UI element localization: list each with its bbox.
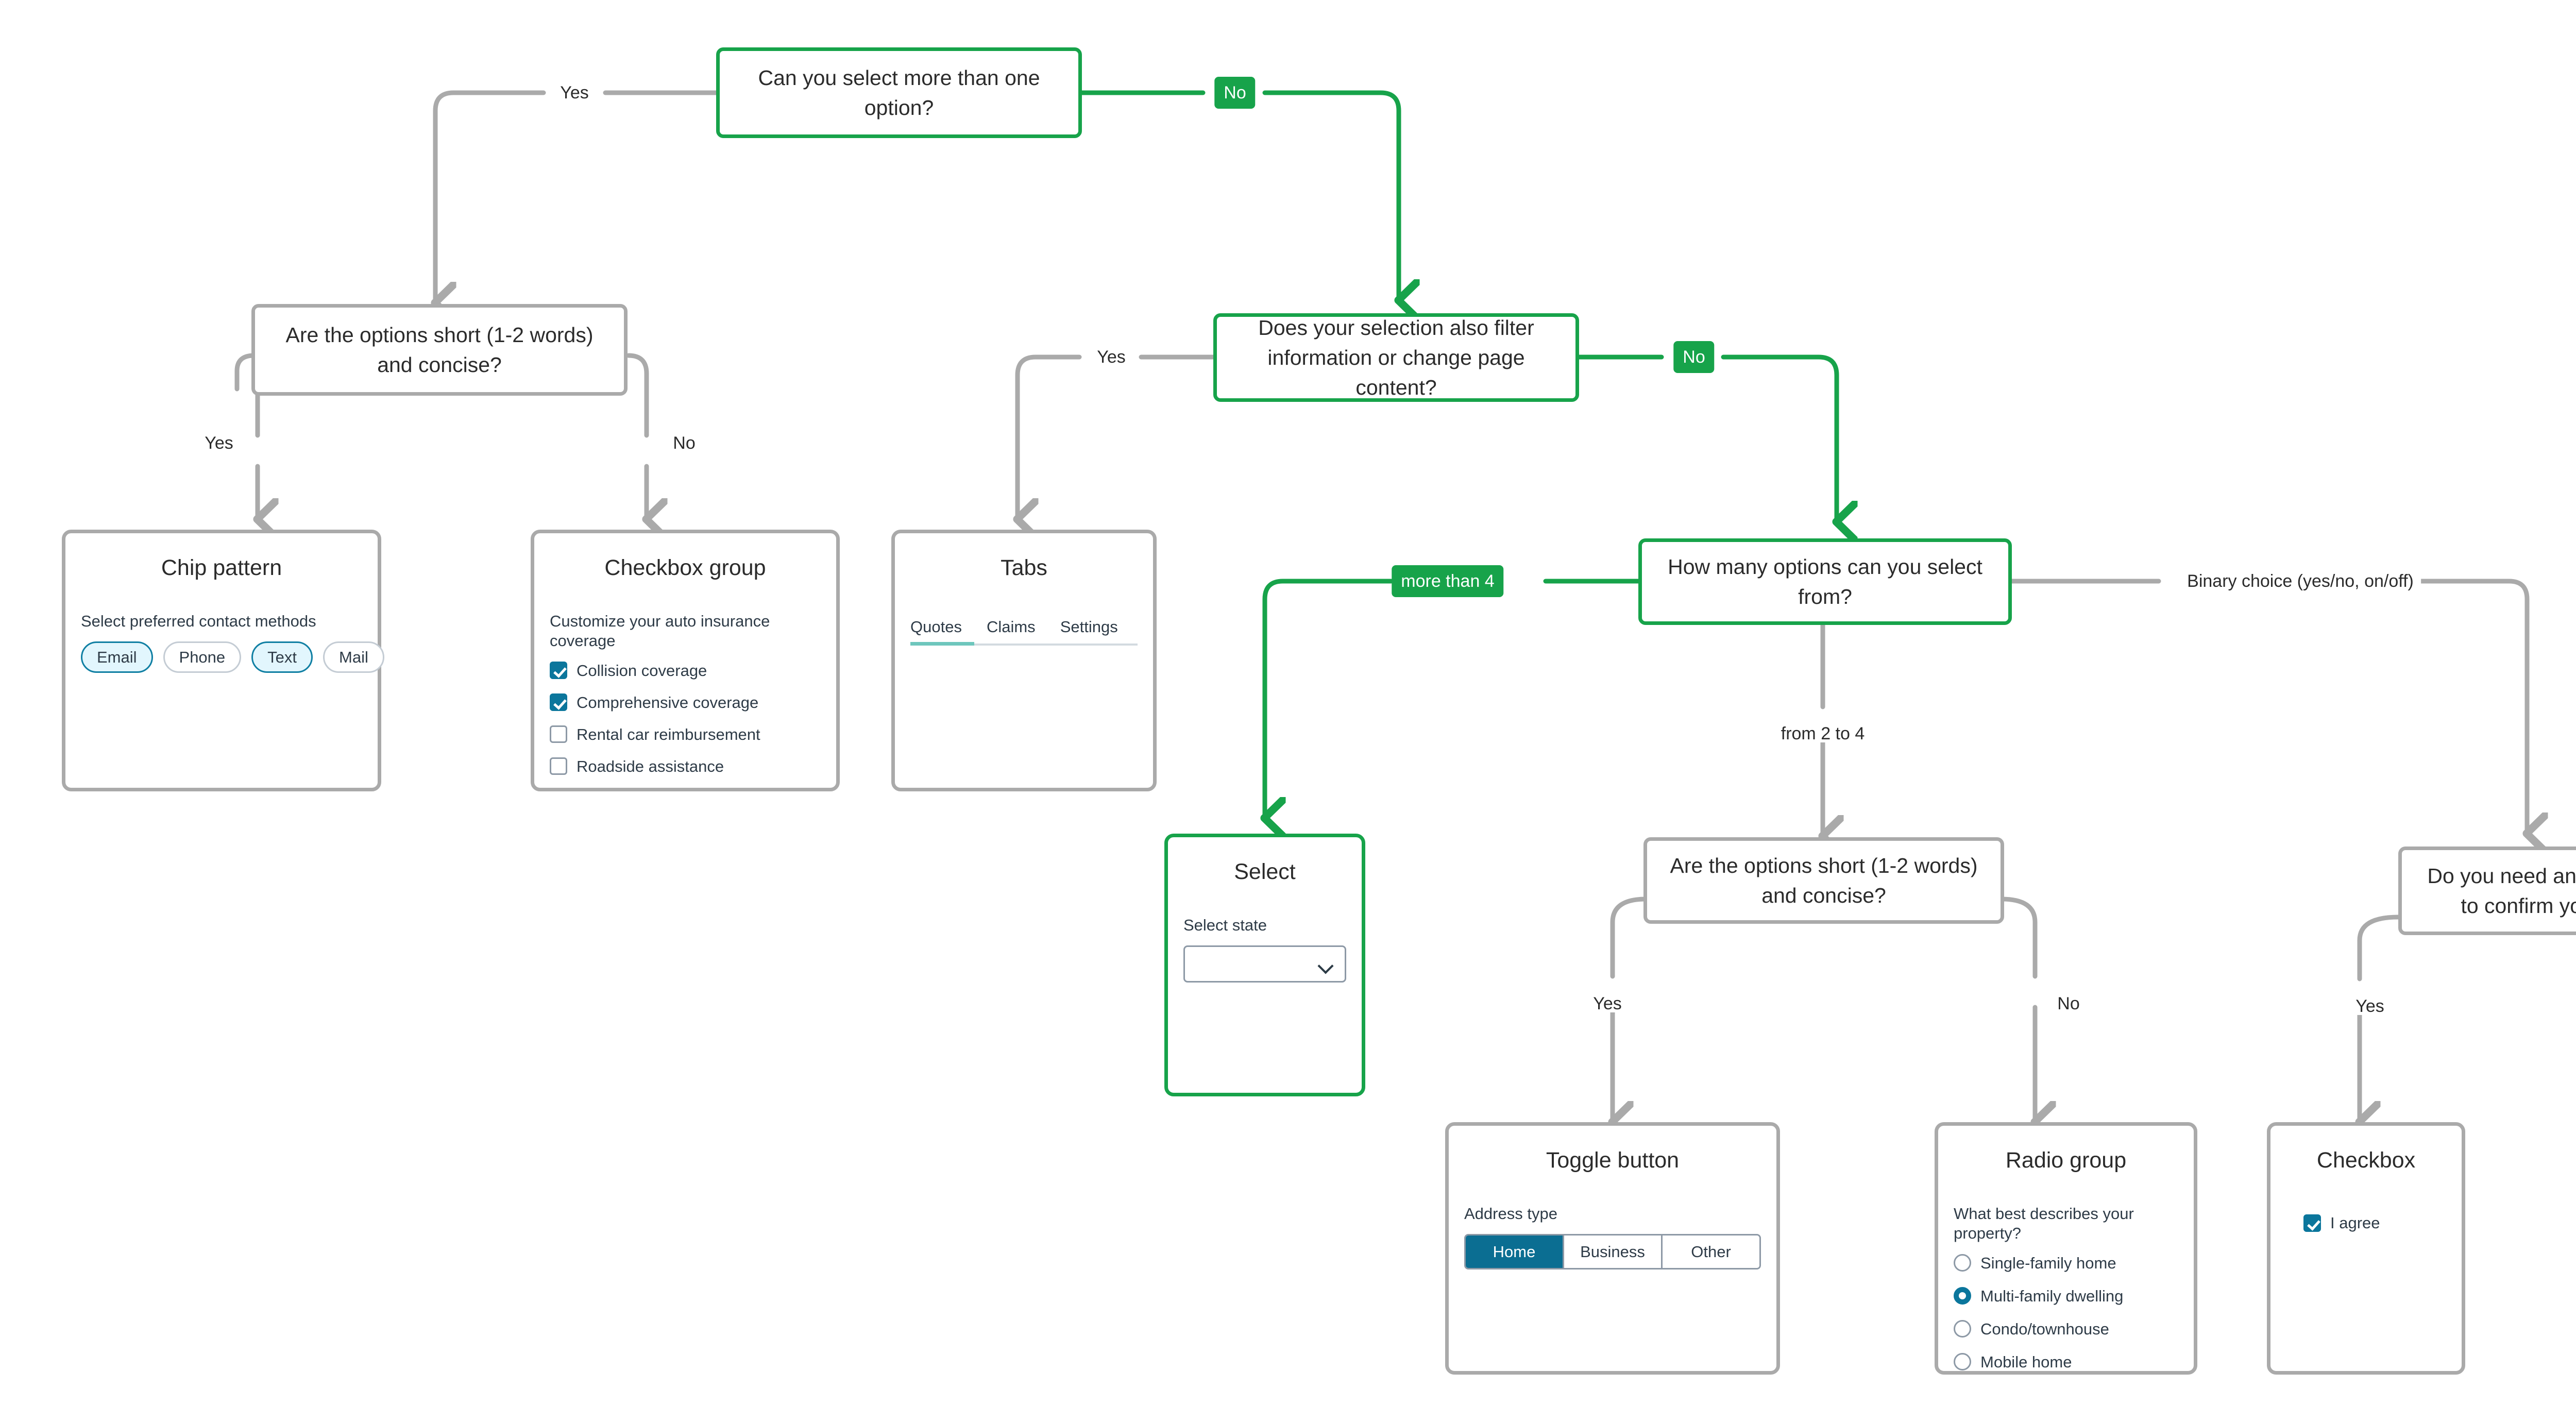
radio-row-multi-family[interactable]: Multi-family dwelling	[1954, 1287, 2178, 1305]
card-toggle-button: Toggle button Address type Home Business…	[1445, 1122, 1780, 1375]
checkbox-label: Collision coverage	[577, 661, 707, 680]
radio-icon[interactable]	[1954, 1353, 1971, 1371]
chip-list: Email Phone Text Mail	[81, 641, 384, 673]
decision-can-select-multiple[interactable]: Can you select more than one option?	[716, 47, 1082, 138]
field-label: Address type	[1464, 1204, 1557, 1223]
field-label: Select state	[1183, 916, 1267, 934]
tab-claims[interactable]: Claims	[986, 617, 1036, 636]
card-body: Quotes Claims Settings	[910, 619, 1138, 646]
checkbox-label: I agree	[2330, 1214, 2380, 1232]
checkbox-icon[interactable]	[550, 757, 567, 775]
card-chip-pattern: Chip pattern Select preferred contact me…	[62, 530, 384, 791]
radio-icon[interactable]	[1954, 1254, 1971, 1272]
checkbox-row-collision[interactable]: Collision coverage	[550, 661, 821, 680]
radio-row-single-family[interactable]: Single-family home	[1954, 1254, 2178, 1272]
tab-quotes[interactable]: Quotes	[910, 619, 974, 646]
radio-label: Single-family home	[1980, 1254, 2116, 1272]
decision-options-short-mid[interactable]: Are the options short (1-2 words) and co…	[1643, 837, 2004, 924]
card-title: Checkbox	[2316, 1148, 2416, 1173]
chip-phone[interactable]: Phone	[163, 641, 242, 673]
toggle-option-other[interactable]: Other	[1663, 1235, 1759, 1268]
edge-label-binary-choice: Binary choice (yes/no, on/off)	[2180, 572, 2421, 590]
toggle-option-home[interactable]: Home	[1466, 1235, 1564, 1268]
radio-label: Mobile home	[1980, 1352, 2072, 1371]
checkbox-row-rental[interactable]: Rental car reimbursement	[550, 725, 821, 743]
card-body: Select state	[1183, 916, 1346, 983]
tab-settings[interactable]: Settings	[1060, 617, 1118, 636]
field-label: What best describes your property?	[1954, 1204, 2134, 1243]
card-body: I agree	[2286, 1214, 2446, 1232]
card-body: Select preferred contact methods Email P…	[81, 612, 384, 673]
decision-how-many-options[interactable]: How many options can you select from?	[1638, 538, 2012, 625]
edge-label-multi-yes: Yes	[553, 84, 596, 101]
card-radio-group: Radio group What best describes your pro…	[1935, 1122, 2197, 1375]
edge-badge-more-than-4: more than 4	[1392, 565, 1504, 597]
field-label: Customize your auto insurance coverage	[550, 612, 770, 650]
checkbox-row-i-agree[interactable]: I agree	[2303, 1214, 2446, 1232]
radio-row-condo[interactable]: Condo/townhouse	[1954, 1320, 2178, 1338]
card-body: Customize your auto insurance coverage C…	[550, 612, 821, 775]
checkbox-row-roadside[interactable]: Roadside assistance	[550, 757, 821, 775]
chevron-down-icon	[1317, 958, 1334, 974]
field-label: Select preferred contact methods	[81, 612, 316, 630]
card-title: Toggle button	[1546, 1148, 1680, 1173]
checkbox-icon[interactable]	[2303, 1214, 2321, 1232]
chip-mail[interactable]: Mail	[323, 641, 384, 673]
card-title: Checkbox group	[604, 555, 766, 580]
card-select: Select Select state	[1164, 834, 1365, 1096]
card-checkbox: Checkbox I agree	[2267, 1122, 2465, 1375]
card-body: What best describes your property? Singl…	[1954, 1204, 2178, 1371]
radio-label: Multi-family dwelling	[1980, 1286, 2124, 1305]
checkbox-label: Comprehensive coverage	[577, 693, 759, 712]
radio-label: Condo/townhouse	[1980, 1319, 2109, 1338]
edge-label-short-left-yes: Yes	[197, 434, 241, 452]
chip-email[interactable]: Email	[81, 641, 153, 673]
radio-row-mobile-home[interactable]: Mobile home	[1954, 1352, 2178, 1371]
edge-label-from-2-to-4: from 2 to 4	[1773, 725, 1872, 742]
tab-strip: Quotes Claims Settings	[910, 619, 1138, 646]
checkbox-row-comprehensive[interactable]: Comprehensive coverage	[550, 693, 821, 712]
checkbox-icon[interactable]	[550, 662, 567, 680]
edge-label-confirm-yes: Yes	[2348, 997, 2392, 1015]
card-tabs: Tabs Quotes Claims Settings	[891, 530, 1157, 791]
decision-options-short-left[interactable]: Are the options short (1-2 words) and co…	[251, 304, 628, 396]
checkbox-icon[interactable]	[550, 725, 567, 743]
card-title: Select	[1234, 859, 1296, 884]
select-input[interactable]	[1183, 945, 1346, 983]
card-title: Chip pattern	[161, 555, 282, 580]
card-checkbox-group: Checkbox group Customize your auto insur…	[531, 530, 840, 791]
edge-badge-filter-no: No	[1673, 341, 1715, 373]
edge-badge-multi-no: No	[1214, 77, 1256, 109]
chip-text[interactable]: Text	[251, 641, 313, 673]
edge-label-short-left-no: No	[666, 434, 703, 452]
checkbox-label: Rental car reimbursement	[577, 725, 760, 743]
edge-label-filter-yes: Yes	[1090, 348, 1133, 366]
card-title: Radio group	[2005, 1148, 2127, 1173]
card-body: Address type Home Business Other	[1464, 1204, 1761, 1270]
radio-icon[interactable]	[1954, 1287, 1971, 1305]
radio-icon[interactable]	[1954, 1320, 1971, 1338]
edge-label-short-mid-yes: Yes	[1586, 995, 1629, 1012]
decision-selection-filters-content[interactable]: Does your selection also filter informat…	[1213, 313, 1579, 402]
checkbox-icon[interactable]	[550, 693, 567, 712]
edge-label-short-mid-no: No	[2050, 995, 2087, 1012]
segmented-control: Home Business Other	[1464, 1234, 1761, 1270]
checkbox-label: Roadside assistance	[577, 757, 724, 775]
card-title: Tabs	[1001, 555, 1047, 580]
toggle-option-business[interactable]: Business	[1564, 1235, 1663, 1268]
decision-need-confirm-action[interactable]: Do you need an additional action to conf…	[2398, 847, 2576, 935]
